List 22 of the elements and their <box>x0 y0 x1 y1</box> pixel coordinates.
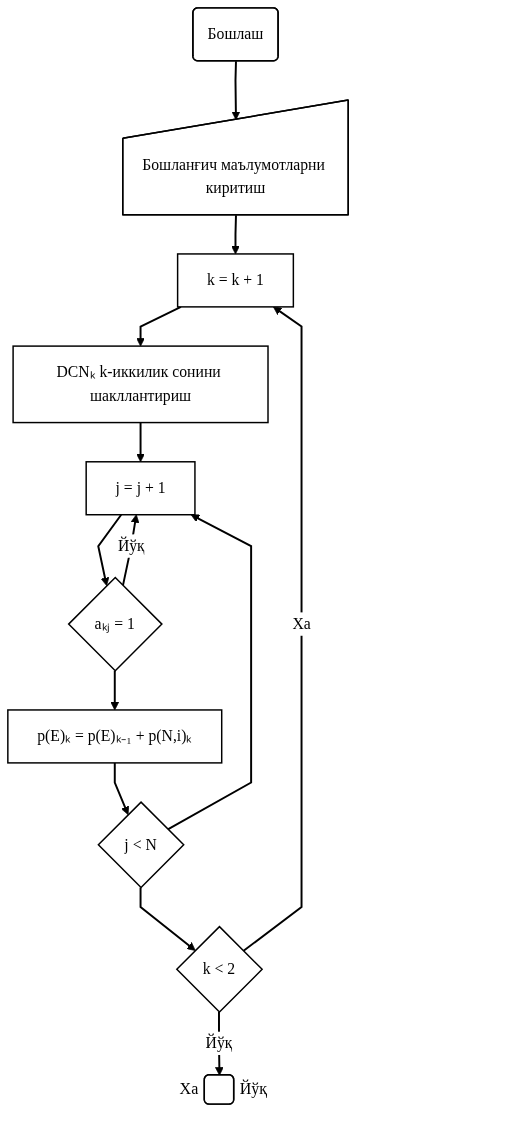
edge-label: Йўқ <box>205 1034 233 1052</box>
node-diamond: j < N <box>97 801 185 889</box>
arrow <box>242 306 303 952</box>
arrow <box>97 513 123 586</box>
side-label: Йўқ <box>239 1080 267 1099</box>
arrow <box>110 669 120 711</box>
arrow <box>231 214 240 255</box>
arrow <box>139 886 196 951</box>
node-box: p(E)ₖ = p(E)ₖ₋₁ + p(N,i)ₖ <box>7 709 223 764</box>
arrow <box>136 421 145 463</box>
side-label: Ха <box>179 1080 199 1099</box>
arrow <box>136 305 182 347</box>
arrow <box>231 60 241 120</box>
arrow <box>113 761 130 815</box>
node-box: DCNₖ k-иккилик сонини шакллантириш <box>12 345 269 424</box>
node-diamond: aₖⱼ = 1 <box>67 576 163 672</box>
node-box: k = k + 1 <box>176 253 295 308</box>
node-box: j = j + 1 <box>85 461 196 516</box>
arrow <box>166 514 253 831</box>
node-diamond: k < 2 <box>175 925 264 1013</box>
edge-label: Ха <box>292 615 311 632</box>
edge-label: Йўқ <box>117 537 145 554</box>
